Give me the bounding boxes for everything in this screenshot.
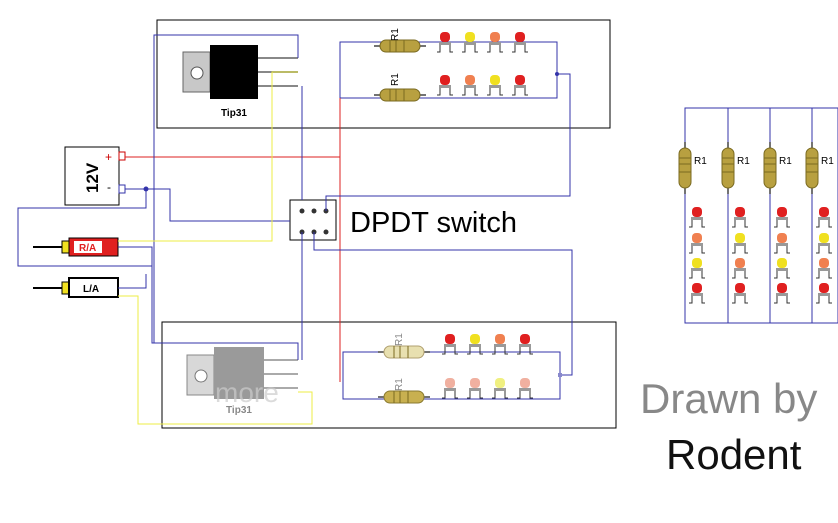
top-r1-label-b: R1 — [390, 73, 401, 86]
bottom-r1-label-a: R1 — [394, 333, 405, 346]
dpdt-switch — [289, 199, 337, 241]
right-r1-label-4: R1 — [821, 156, 834, 167]
credit-line-1: Drawn by — [640, 375, 817, 422]
right-led-array — [678, 107, 838, 324]
bottom-led-strings — [342, 333, 562, 404]
top-transistor-label: Tip31 — [221, 108, 247, 119]
bottom-transistor — [186, 347, 298, 399]
input-l-a — [33, 277, 119, 298]
bottom-board — [161, 321, 617, 429]
top-r1-label-a: R1 — [390, 28, 401, 41]
watermark-partial: more — [215, 377, 279, 408]
supply-minus: - — [107, 180, 111, 194]
supply-block — [64, 146, 126, 206]
bottom-transistor-label: Tip31 — [226, 405, 252, 416]
input-l-a-label: L/A — [83, 284, 99, 295]
input-r-a-label: R/A — [79, 243, 96, 254]
bottom-r1-label-b: R1 — [394, 378, 405, 391]
wires-yellow — [118, 71, 313, 425]
supply-voltage: 12V — [83, 162, 102, 193]
wires-blue — [17, 34, 573, 376]
switch-label: DPDT switch — [350, 207, 517, 239]
supply-plus: + — [105, 150, 112, 164]
top-led-strings — [339, 31, 559, 102]
input-r-a — [33, 237, 119, 257]
top-board — [156, 19, 611, 129]
credit-line-2: Rodent — [666, 431, 802, 478]
wires-red — [125, 98, 341, 382]
right-r1-label-2: R1 — [737, 156, 750, 167]
right-r1-label-1: R1 — [694, 156, 707, 167]
right-r1-label-3: R1 — [779, 156, 792, 167]
